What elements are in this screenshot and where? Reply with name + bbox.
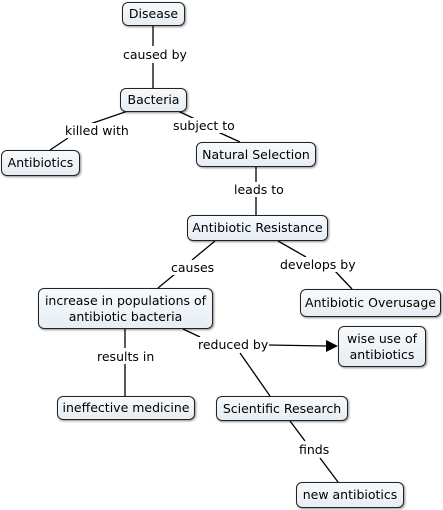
link-label-develops-by: develops by (279, 257, 357, 272)
concept-new-antibiotics[interactable]: new antibiotics (296, 482, 404, 508)
concept-wise-use[interactable]: wise use of antibiotics (338, 326, 426, 367)
concept-increase-in-populations[interactable]: increase in populations of antibiotic ba… (38, 288, 213, 329)
connector-killed-with-antibiotics (49, 137, 69, 151)
arrowhead-wise-use (326, 340, 338, 352)
link-label-reduced-by: reduced by (197, 337, 270, 352)
connector-research-finds (289, 420, 306, 442)
link-label-subject-to: subject to (172, 118, 236, 133)
connector-bacteria-subject-to (177, 110, 196, 120)
connector-finds-new-antibiotics (319, 457, 339, 483)
link-label-results-in: results in (96, 349, 156, 364)
connector-resistance-develops-by (277, 240, 307, 258)
concept-antibiotic-overusage[interactable]: Antibiotic Overusage (300, 289, 441, 317)
connector-causes-increase (157, 273, 176, 289)
connector-reduced-by-research (239, 352, 271, 397)
link-label-caused-by: caused by (122, 47, 188, 62)
connector-resistance-causes (191, 240, 216, 261)
concept-bacteria[interactable]: Bacteria (120, 88, 187, 112)
connector-reduced-by-wise-use (267, 344, 328, 347)
concept-scientific-research[interactable]: Scientific Research (216, 396, 348, 421)
link-label-finds: finds (298, 442, 331, 457)
link-label-leads-to: leads to (233, 182, 285, 197)
link-label-causes: causes (170, 260, 216, 275)
link-label-killed-with: killed with (64, 123, 130, 138)
connector-increase-reduced-by (182, 328, 201, 338)
connector-develops-by-overusage (334, 270, 353, 290)
concept-ineffective-medicine[interactable]: ineffective medicine (57, 396, 195, 420)
connector-bacteria-killed-with (89, 110, 129, 125)
concept-antibiotic-resistance[interactable]: Antibiotic Resistance (187, 215, 328, 241)
concept-antibiotics[interactable]: Antibiotics (1, 150, 80, 176)
connector-subject-to-natural-selection (217, 131, 241, 143)
concept-disease[interactable]: Disease (122, 2, 185, 26)
concept-natural-selection[interactable]: Natural Selection (196, 142, 316, 167)
